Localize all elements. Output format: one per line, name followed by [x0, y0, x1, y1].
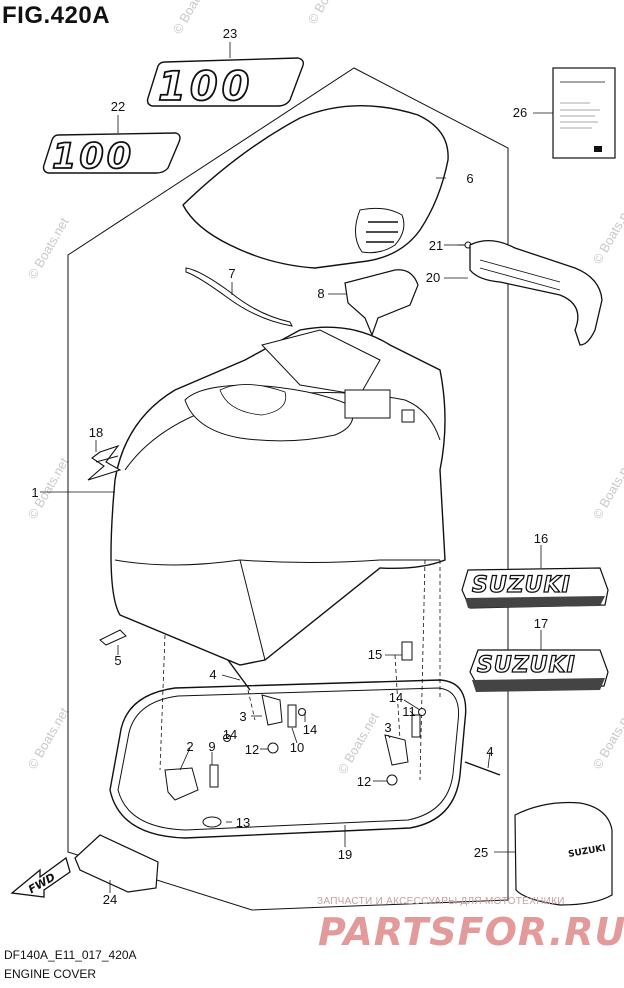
callout-21: 21	[429, 238, 443, 253]
owners-manual	[552, 67, 616, 159]
watermark-3: © Boats.net	[590, 200, 624, 267]
watermark-8: © Boats.net	[335, 710, 382, 777]
suzuki-decal-lower: SUZUKI	[469, 649, 609, 692]
engine-cover	[110, 326, 446, 666]
fwd-arrow: FWD	[10, 856, 71, 898]
callout-5: 5	[114, 653, 121, 668]
parts-bag	[74, 834, 159, 893]
callout-16: 16	[534, 531, 548, 546]
callout-12-right: 12	[357, 774, 371, 789]
seal-strip	[185, 267, 293, 327]
callout-9: 9	[208, 739, 215, 754]
callout-10: 10	[290, 740, 304, 755]
callout-4-right: 4	[486, 744, 493, 759]
callout-3-left: 3	[239, 709, 246, 724]
callout-17: 17	[534, 616, 548, 631]
callout-4-left: 4	[209, 667, 216, 682]
callout-18: 18	[89, 425, 103, 440]
callout-6: 6	[466, 171, 473, 186]
site-logo: PARTSFOR.RU	[318, 910, 624, 954]
decal-100-lower-text: 100	[52, 137, 134, 177]
callout-22: 22	[111, 99, 125, 114]
leader-dashes	[159, 559, 441, 781]
callout-26: 26	[513, 105, 527, 120]
decal-100-upper-text: 100	[158, 64, 254, 110]
storage-cover: SUZUKI	[514, 801, 613, 906]
figure-name: ENGINE COVER	[4, 967, 97, 981]
screw-21	[458, 241, 472, 249]
watermark-10: © Boats.net	[170, 0, 217, 36]
callout-labels: 23 22 26 6 7 8 21 20 18 1 16 17 5 15 4 1…	[31, 26, 548, 907]
watermark-1: © Boats.net	[305, 0, 352, 26]
callout-24: 24	[103, 892, 117, 907]
callout-leaders	[40, 42, 553, 893]
top-cover	[182, 105, 449, 269]
suzuki-decal-upper-text: SUZUKI	[472, 573, 571, 598]
handle	[469, 240, 603, 346]
callout-2: 2	[186, 739, 193, 754]
watermark-6: © Boats.net	[590, 455, 624, 522]
callout-23: 23	[223, 26, 237, 41]
callout-20: 20	[426, 270, 440, 285]
figure-title: FIG.420A	[2, 2, 111, 29]
hardware	[99, 629, 501, 828]
callout-25: 25	[474, 845, 488, 860]
callout-19: 19	[338, 847, 352, 862]
vent-cover	[344, 269, 419, 337]
frame-outline	[67, 67, 509, 911]
callout-14-left: 14	[223, 727, 237, 742]
suzuki-s-emblem	[87, 444, 122, 481]
callout-7: 7	[228, 266, 235, 281]
callout-15: 15	[368, 647, 382, 662]
callout-1: 1	[31, 485, 38, 500]
watermark-9: © Boats.net	[590, 705, 624, 772]
watermark-7: © Boats.net	[25, 705, 72, 772]
callout-11: 11	[402, 704, 416, 719]
callout-14-mid: 14	[303, 722, 317, 737]
suzuki-decal-upper: SUZUKI	[461, 567, 609, 609]
suzuki-decal-lower-text: SUZUKI	[477, 653, 576, 678]
callout-12-left: 12	[245, 742, 259, 757]
callout-8: 8	[317, 286, 324, 301]
callout-14-right: 14	[389, 690, 403, 705]
figure-code: DF140A_E11_017_420A	[4, 948, 137, 962]
callout-13: 13	[236, 815, 250, 830]
site-tagline: ЗАПЧАСТИ И АКСЕССУАРЫ ДЛЯ МОТОТЕХНИКИ	[317, 896, 565, 907]
watermark-2: © Boats.net	[25, 215, 72, 282]
decal-100-upper: 100	[146, 57, 305, 111]
seal-ring	[109, 679, 467, 839]
callout-3-right: 3	[384, 720, 391, 735]
decal-100-lower: 100	[42, 132, 181, 178]
